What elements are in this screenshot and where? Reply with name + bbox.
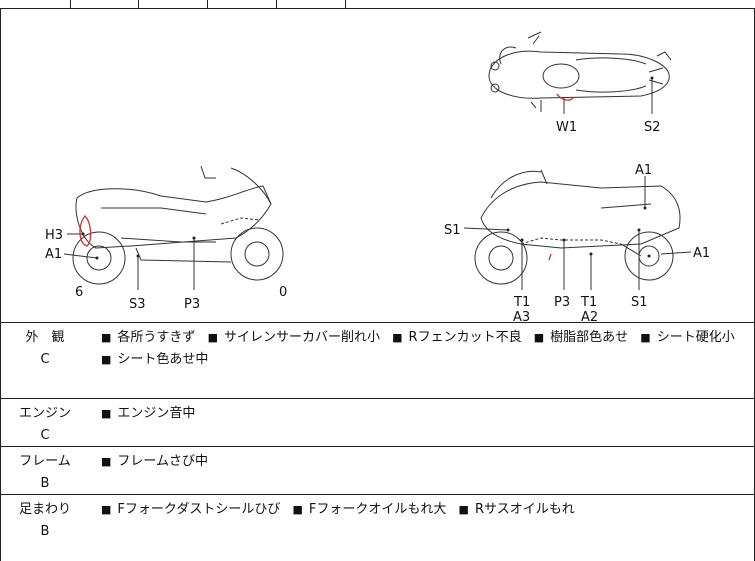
bullet-icon: ■	[458, 503, 469, 516]
category-name: エンジン	[18, 406, 71, 421]
damage-mark-p3	[548, 253, 552, 261]
damage-mark-h3	[79, 215, 92, 247]
row-suspension: 足まわり B ■ Fフォークダストシールひび ■ Fフォークオイルもれ大 ■ Rサスオ…	[1, 495, 754, 561]
label-t1-a: T1	[513, 295, 530, 310]
damage-diagram: H3 A1 6 S3 P3 0 W1 S2 A1 S1 A1 T1 A3 P3 …	[0, 8, 755, 323]
defect-line: ■ フレームさび中	[101, 451, 748, 473]
label-s2: S2	[644, 120, 661, 135]
defect-line: ■ 各所うすきず ■ サイレンサーカバー削れ小 ■ Rフェンカット不良 ■ 樹脂部色あせ…	[101, 327, 748, 349]
row-engine: エンジン C ■ エンジン音中	[1, 399, 754, 447]
label-0: 0	[279, 285, 287, 300]
category-cell: 足まわり B	[1, 495, 89, 543]
label-p3-left: P3	[184, 297, 200, 312]
motorcycle-diagram-svg: H3 A1 6 S3 P3 0 W1 S2 A1 S1 A1 T1 A3 P3 …	[45, 31, 710, 322]
condition-rows: 外 観 C ■ 各所うすきず ■ サイレンサーカバー削れ小 ■ Rフェンカット不良 ■…	[0, 323, 755, 561]
category-grade: B	[40, 524, 50, 539]
defect-item: Fフォークオイルもれ大	[308, 502, 447, 517]
defect-list: ■ フレームさび中	[101, 451, 748, 473]
label-a2: A2	[581, 310, 598, 322]
category-grade: C	[40, 352, 50, 367]
defect-list: ■ 各所うすきず ■ サイレンサーカバー削れ小 ■ Rフェンカット不良 ■ 樹脂部色あせ…	[101, 327, 748, 371]
bullet-icon: ■	[533, 331, 545, 344]
bullet-icon: ■	[392, 331, 403, 344]
bullet-icon: ■	[101, 455, 112, 468]
label-a3: A3	[513, 310, 530, 322]
defect-line: ■ エンジン音中	[101, 403, 748, 425]
defect-item: Fフォークダストシールひび	[117, 502, 281, 517]
defect-item: エンジン音中	[117, 406, 196, 421]
defect-item: 各所うすきず	[117, 330, 196, 345]
defect-item: フレームさび中	[117, 454, 209, 469]
label-w1: W1	[556, 120, 577, 135]
damage-mark-w1	[556, 93, 574, 101]
defect-list: ■ Fフォークダストシールひび ■ Fフォークオイルもれ大 ■ Rサスオイルもれ	[101, 499, 748, 521]
defect-item: Rサスオイルもれ	[474, 502, 575, 517]
defect-item: 樹脂部色あせ	[550, 330, 629, 345]
label-6: 6	[75, 285, 83, 300]
label-s3: S3	[129, 297, 146, 312]
bullet-icon: ■	[101, 353, 112, 366]
bullet-icon: ■	[101, 503, 112, 516]
category-name: 外 観	[25, 330, 65, 345]
category-cell: フレーム B	[1, 447, 89, 495]
bullet-icon: ■	[101, 407, 112, 420]
label-s1-right: S1	[631, 295, 648, 310]
row-frame: フレーム B ■ フレームさび中	[1, 447, 754, 495]
label-t1-b: T1	[580, 295, 597, 310]
label-a1-top: A1	[635, 163, 652, 178]
label-s1-left: S1	[444, 223, 461, 238]
bullet-icon: ■	[292, 503, 303, 516]
defect-item: サイレンサーカバー削れ小	[223, 330, 380, 345]
defect-line: ■ Fフォークダストシールひび ■ Fフォークオイルもれ大 ■ Rサスオイルもれ	[101, 499, 748, 521]
label-p3-right: P3	[554, 295, 570, 310]
category-grade: C	[40, 428, 50, 443]
category-cell: エンジン C	[1, 399, 89, 447]
category-cell: 外 観 C	[1, 323, 89, 371]
defect-line: ■ シート色あせ中	[101, 349, 748, 371]
defect-item: シート色あせ中	[117, 352, 209, 367]
category-name: フレーム	[19, 454, 71, 469]
row-exterior: 外 観 C ■ 各所うすきず ■ サイレンサーカバー削れ小 ■ Rフェンカット不良 ■…	[1, 323, 754, 399]
right-view-scooter	[474, 169, 681, 285]
label-a1-right: A1	[693, 246, 710, 261]
defect-item: Rフェンカット不良	[408, 330, 522, 345]
header-row-remnant	[0, 0, 755, 9]
bullet-icon: ■	[640, 331, 651, 344]
category-name: 足まわり	[18, 502, 71, 517]
category-grade: B	[40, 476, 50, 491]
bullet-icon: ■	[101, 331, 112, 344]
left-view-scooter	[72, 165, 284, 285]
bullet-icon: ■	[207, 331, 218, 344]
label-h3: H3	[45, 228, 63, 243]
defect-item: シート硬化小	[656, 330, 735, 345]
defect-list: ■ エンジン音中	[101, 403, 748, 425]
top-view-scooter	[488, 31, 672, 112]
label-a1-left: A1	[45, 247, 62, 262]
